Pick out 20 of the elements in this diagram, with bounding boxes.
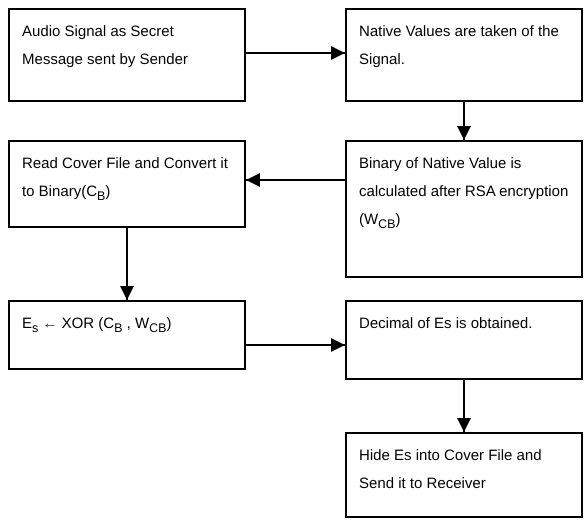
process-box [345,8,583,102]
arrow [457,102,471,140]
arrow [457,380,471,432]
process-box [8,140,246,228]
arrow [120,228,134,300]
arrow [246,338,345,352]
step-text: Decimal of Es is obtained. [359,314,534,334]
step-text: Read Cover File and Convert it to Binary(C$_{B}$) [22,154,229,205]
step-text: Audio Signal as Secret Message sent by Sender [22,22,189,70]
process-box [345,140,583,278]
arrow [246,173,345,187]
process-box [8,8,246,102]
step-text: E$_{s}$ ← XOR (C$_{B}$ , W$_{CB}$) [22,314,172,337]
process-box [8,300,246,370]
arrow [246,46,345,60]
step-text: Hide Es into Cover File and Send it to Receiver [359,446,543,494]
process-box [345,432,583,518]
step-text: Binary of Native Value is calculated after RSA encryption (W$_{CB}$) [359,154,569,233]
process-box [345,300,583,380]
step-text: Native Values are taken of the Signal. [359,22,560,70]
